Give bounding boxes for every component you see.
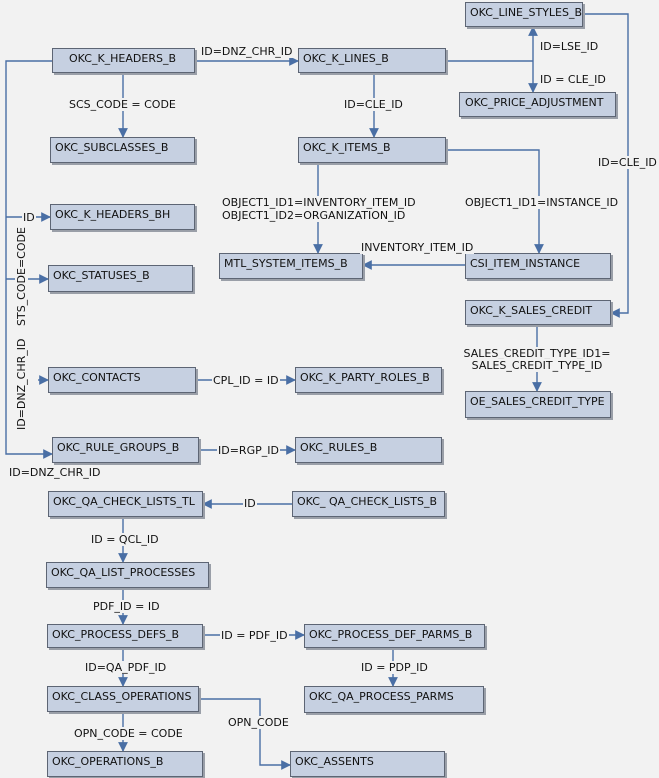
table-oe-sales-credit-type: OE_SALES_CREDIT_TYPE bbox=[465, 391, 611, 418]
table-statuses: OKC_STATUSES_B bbox=[48, 265, 193, 292]
label-opn-code: OPN_CODE bbox=[227, 716, 290, 729]
label-dnz-chr-id-bottom: ID=DNZ_CHR_ID bbox=[8, 466, 102, 479]
table-sales-credit: OKC_K_SALES_CREDIT bbox=[465, 300, 611, 325]
table-operations: OKC_OPERATIONS_B bbox=[47, 751, 203, 777]
table-process-def-parms: OKC_PROCESS_DEF_PARMS_B bbox=[304, 624, 485, 648]
label-id: ID bbox=[22, 211, 36, 224]
label-sts-code: STS_CODE=CODE bbox=[15, 227, 28, 326]
label-cle-id-spaced: ID = CLE_ID bbox=[539, 73, 607, 86]
label-dnz-chr-id-vertical: ID=DNZ_CHR_ID bbox=[15, 338, 28, 430]
label-id-pdf-id: ID = PDF_ID bbox=[220, 629, 289, 642]
table-qa-process-parms: OKC_QA_PROCESS_PARMS bbox=[304, 686, 484, 713]
table-rules: OKC_RULES_B bbox=[295, 437, 442, 463]
table-k-lines: OKC_K_LINES_B bbox=[298, 48, 446, 73]
table-assents: OKC_ASSENTS bbox=[290, 751, 445, 777]
table-k-headers-bh: OKC_K_HEADERS_BH bbox=[50, 204, 195, 230]
label-qcl-id: ID = QCL_ID bbox=[90, 533, 160, 546]
table-rule-groups: OKC_RULE_GROUPS_B bbox=[52, 437, 199, 463]
table-qa-check-lists-b: OKC_ QA_CHECK_LISTS_B bbox=[292, 491, 445, 517]
table-subclasses: OKC_SUBCLASSES_B bbox=[50, 137, 195, 163]
left-spine bbox=[5, 60, 53, 459]
label-sales-credit-type-2: SALES_CREDIT_TYPE_ID bbox=[470, 359, 604, 372]
label-rgp-id: ID=RGP_ID bbox=[217, 444, 280, 457]
table-k-items: OKC_K_ITEMS_B bbox=[298, 137, 446, 163]
table-mtl-system-items: MTL_SYSTEM_ITEMS_B bbox=[219, 253, 363, 279]
label-scs-code: SCS_CODE = CODE bbox=[68, 98, 177, 111]
table-line-styles: OKC_LINE_STYLES_B bbox=[465, 2, 583, 27]
label-lse-id: ID=LSE_ID bbox=[539, 40, 600, 53]
label-qa-id: ID bbox=[243, 497, 257, 510]
label-sales-credit-type-1: SALES_CREDIT_TYPE_ID1= bbox=[462, 347, 612, 360]
table-qa-check-lists-tl: OKC_QA_CHECK_LISTS_TL bbox=[48, 491, 203, 517]
table-contacts: OKC_CONTACTS bbox=[48, 367, 196, 393]
label-inventory-item-id: INVENTORY_ITEM_ID bbox=[360, 241, 475, 254]
connector-classops-assents bbox=[199, 698, 291, 770]
label-pdf-id: PDF_ID = ID bbox=[92, 600, 161, 613]
table-price-adjustment: OKC_PRICE_ADJUSTMENT bbox=[459, 92, 616, 117]
label-opn-code-code: OPN_CODE = CODE bbox=[73, 727, 184, 740]
label-object1-instance: OBJECT1_ID1=INSTANCE_ID bbox=[464, 196, 620, 209]
label-dnz-chr-id: ID=DNZ_CHR_ID bbox=[200, 45, 294, 58]
table-party-roles: OKC_K_PARTY_ROLES_B bbox=[295, 367, 442, 393]
label-pdp-id: ID = PDP_ID bbox=[360, 661, 429, 674]
label-cpl-id: CPL_ID = ID bbox=[212, 374, 280, 387]
table-qa-list-processes: OKC_QA_LIST_PROCESSES bbox=[46, 562, 209, 588]
label-cle-id: ID=CLE_ID bbox=[343, 98, 404, 111]
table-csi-item-instance: CSI_ITEM_INSTANCE bbox=[465, 253, 611, 279]
table-k-headers: OKC_K_HEADERS_B bbox=[52, 48, 195, 73]
label-object1-inventory: OBJECT1_ID1=INVENTORY_ITEM_ID bbox=[221, 196, 417, 209]
label-cle-id-right: ID=CLE_ID bbox=[597, 156, 658, 169]
label-object1-org: OBJECT1_ID2=ORGANIZATION_ID bbox=[221, 209, 407, 222]
table-class-operations: OKC_CLASS_OPERATIONS bbox=[47, 686, 199, 712]
connector-items-csi bbox=[446, 149, 544, 254]
label-qa-pdf-id: ID=QA_PDF_ID bbox=[84, 661, 168, 674]
table-process-defs: OKC_PROCESS_DEFS_B bbox=[47, 624, 203, 648]
